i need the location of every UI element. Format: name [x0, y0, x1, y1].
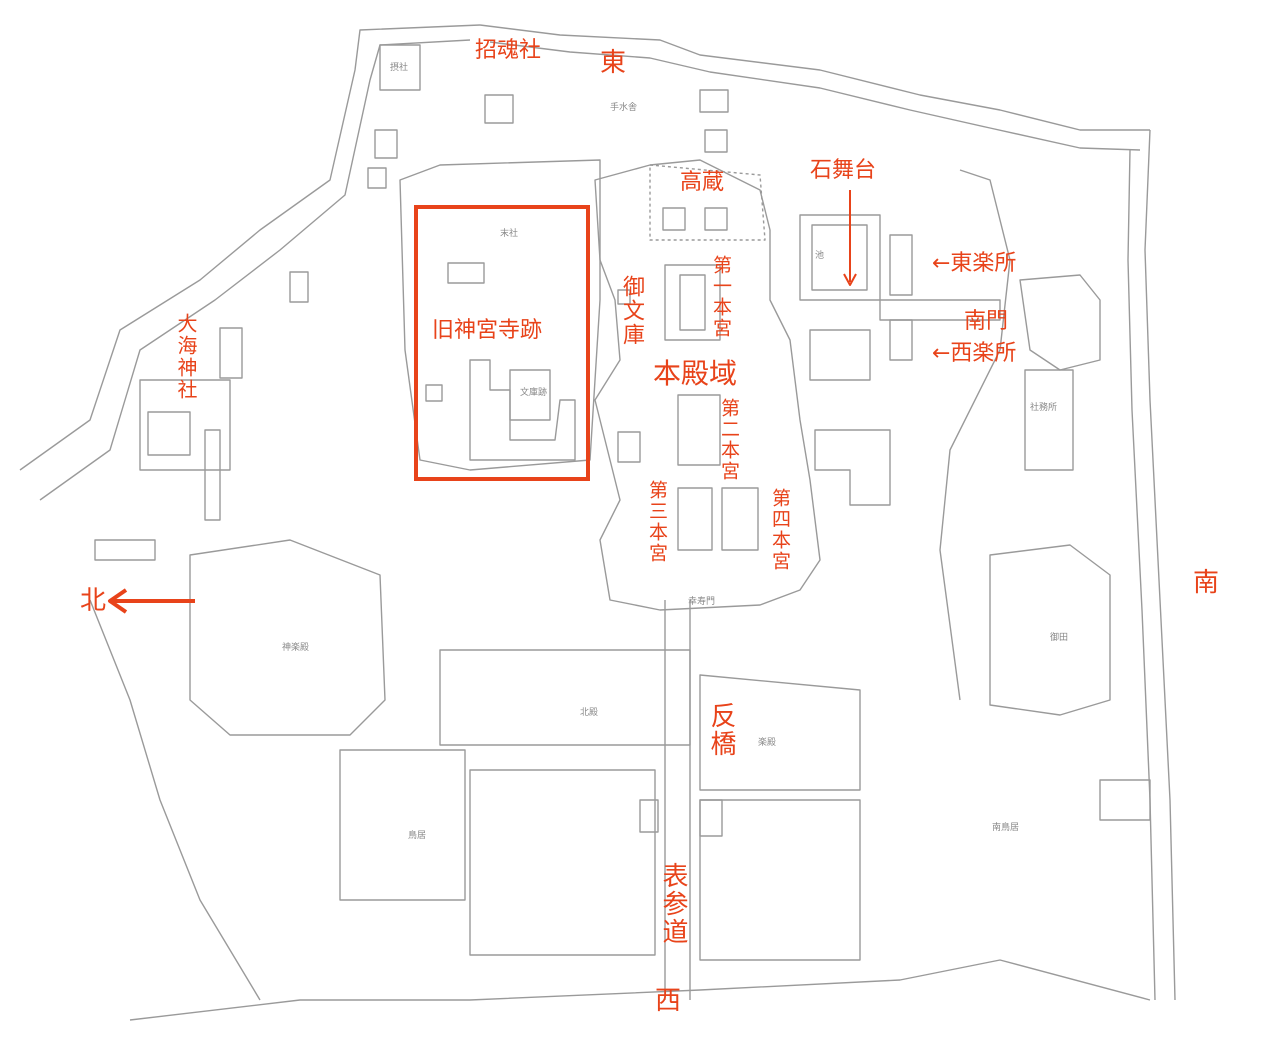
south-bridge	[1099, 779, 1151, 821]
se-building	[1019, 274, 1101, 371]
nw-shrine-3	[367, 167, 387, 189]
label-daini-hongu: 第二本宮	[718, 398, 740, 482]
nishi-gakusho-bldg	[889, 319, 913, 361]
outer-road-east	[1144, 129, 1176, 1001]
nw-small-1	[289, 271, 309, 303]
outer-road-south	[129, 959, 1151, 1021]
ishibutai-stage	[811, 224, 868, 291]
nw-shrine-2	[374, 129, 398, 159]
label-minamimon: 南門	[964, 309, 1009, 334]
south-approach	[879, 299, 1001, 321]
label-south: 南	[1193, 568, 1220, 598]
south-block-2	[699, 674, 861, 791]
jinguji-base	[447, 262, 485, 284]
map-note: 楽殿	[758, 738, 777, 748]
label-oumi-jinja: 大海神社	[174, 313, 198, 401]
label-higashi-gakusho: ←東楽所	[932, 251, 1017, 276]
map-note: 社務所	[1030, 403, 1058, 413]
oumi-approach	[204, 429, 221, 521]
sando-gate	[699, 799, 723, 837]
south-block-1	[439, 649, 691, 746]
map-note: 文庫跡	[520, 388, 548, 398]
label-sorihashi: 反橋	[706, 702, 736, 758]
ishibutai-arrow-head	[843, 273, 857, 286]
nw-small-3	[704, 129, 728, 153]
map-note: 末社	[500, 229, 519, 239]
label-omote-sando: 表参道	[658, 862, 688, 946]
outer-road-north-inner	[489, 41, 1141, 151]
label-takakura: 高蔵	[680, 170, 725, 195]
label-ishibutai: 石舞台	[810, 158, 877, 183]
oumi-bldg	[147, 411, 191, 456]
map-note: 池	[815, 251, 825, 261]
third-hongu-bldg	[677, 487, 713, 551]
label-honden-iki: 本殿域	[653, 357, 738, 390]
sorihashi-bridge	[639, 799, 659, 833]
map-note: 摂社	[390, 63, 409, 73]
south-block-3	[469, 769, 656, 956]
label-kyu-jinguji: 旧神宮寺跡	[432, 318, 543, 343]
jinguji-highlight-box	[414, 205, 590, 481]
takakura-1	[662, 207, 686, 231]
nw-building	[379, 44, 421, 91]
first-hongu-inner	[679, 274, 706, 331]
se-long-bldg	[1024, 369, 1074, 471]
takakura-2	[704, 207, 728, 231]
nanmon-gate	[809, 329, 871, 381]
map-note: 北殿	[580, 708, 599, 718]
se-road	[939, 169, 1011, 701]
map-note: 鳥居	[408, 831, 427, 841]
label-north: 北	[80, 586, 107, 616]
map-note: 御田	[1050, 633, 1069, 643]
label-east: 東	[600, 48, 627, 78]
north-arrow-head	[108, 588, 128, 614]
jinguji-bldg-b	[509, 369, 551, 421]
nw-shrine-1	[484, 94, 514, 124]
nw-small-2	[699, 89, 729, 113]
small-shrine-a	[617, 289, 631, 305]
label-nishi-gakusho: ←西楽所	[932, 341, 1017, 366]
fourth-hongu-bldg	[721, 487, 759, 551]
oumi-precinct	[139, 379, 231, 471]
label-daiyon-hongu: 第四本宮	[769, 488, 791, 572]
mita-field	[989, 544, 1111, 716]
label-daiichi-hongu: 第一本宮	[710, 255, 732, 339]
outer-road-west	[19, 24, 481, 471]
south-block-4	[699, 799, 861, 961]
oumi-small	[219, 327, 243, 379]
outer-road-east-inner	[1127, 149, 1156, 1001]
ogomonko-bldg	[617, 431, 641, 463]
second-hongu-bldg	[677, 394, 721, 466]
south-block-5	[339, 749, 466, 901]
takakura-area	[649, 164, 766, 241]
higashi-gakusho-bldg	[889, 234, 913, 296]
outer-road-west-inner	[39, 39, 471, 501]
map-note: 神楽殿	[282, 643, 310, 653]
map-note: 南鳥居	[992, 823, 1020, 833]
honden-enclosure	[594, 159, 821, 611]
first-hongu-bldg	[664, 264, 721, 341]
jinguji-small	[425, 384, 443, 402]
west-hall	[189, 539, 386, 736]
label-west: 西	[655, 986, 682, 1016]
map-note: 手水舎	[610, 103, 638, 113]
outer-road-sw	[89, 599, 261, 1001]
east-bldg	[814, 429, 891, 506]
label-daisan-hongu: 第三本宮	[646, 480, 668, 564]
outer-road-north	[479, 24, 1150, 131]
map-note: 幸寿門	[688, 597, 716, 607]
label-shokonsha: 招魂社	[475, 38, 542, 63]
jinguji-bldg	[469, 359, 576, 461]
west-hall-annex	[94, 539, 156, 561]
label-ogomonko: 御文庫	[619, 275, 644, 347]
